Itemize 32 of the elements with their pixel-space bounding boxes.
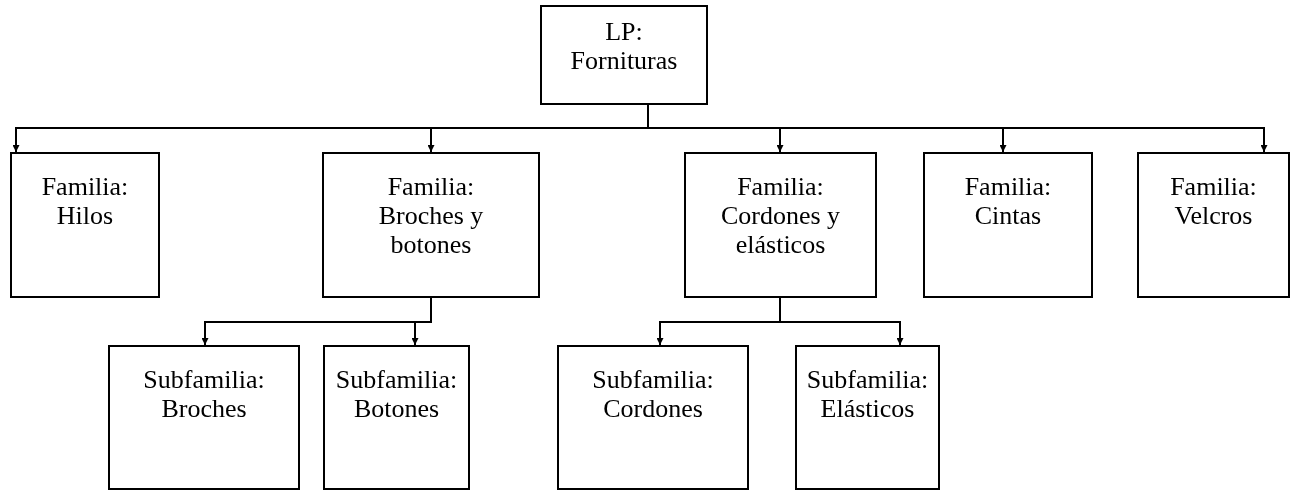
box-label: Velcros <box>1174 201 1253 230</box>
box-label: Elásticos <box>820 394 915 423</box>
hierarchy-box <box>323 345 470 490</box>
box-label: Subfamilia: <box>335 365 458 394</box>
box-label: Broches <box>161 394 247 423</box>
box-label: Cintas <box>974 201 1042 230</box>
connector-arrow <box>411 297 432 346</box>
hierarchy-box <box>108 345 300 490</box>
box-label: Familia: <box>387 172 475 201</box>
box-label: Fornituras <box>570 46 678 75</box>
hierarchy-box <box>795 345 940 490</box>
hierarchy-box <box>540 5 708 105</box>
box-label: Broches y botones <box>377 201 485 259</box>
box-label: Subfamilia: <box>143 365 265 394</box>
hierarchy-box <box>557 345 749 490</box>
box-label: Familia: <box>1170 172 1257 201</box>
box-label: LP: <box>605 17 643 46</box>
connector-arrow <box>779 297 904 346</box>
box-label: Subfamilia: <box>806 365 929 394</box>
box-label: Familia: <box>964 172 1052 201</box>
hierarchy-box <box>923 152 1093 298</box>
hierarchy-box <box>10 152 160 298</box>
box-label: Familia: <box>737 172 824 201</box>
box-label: Familia: <box>41 172 129 201</box>
box-label: Subfamilia: <box>592 365 714 394</box>
hierarchy-box <box>684 152 877 298</box>
box-label: Cordones y elásticos <box>719 201 842 259</box>
box-label: Cordones <box>603 394 703 423</box>
box-label: Botones <box>353 394 440 423</box>
box-label: Hilos <box>56 201 114 230</box>
hierarchy-box <box>1137 152 1290 298</box>
hierarchy-box <box>322 152 540 298</box>
